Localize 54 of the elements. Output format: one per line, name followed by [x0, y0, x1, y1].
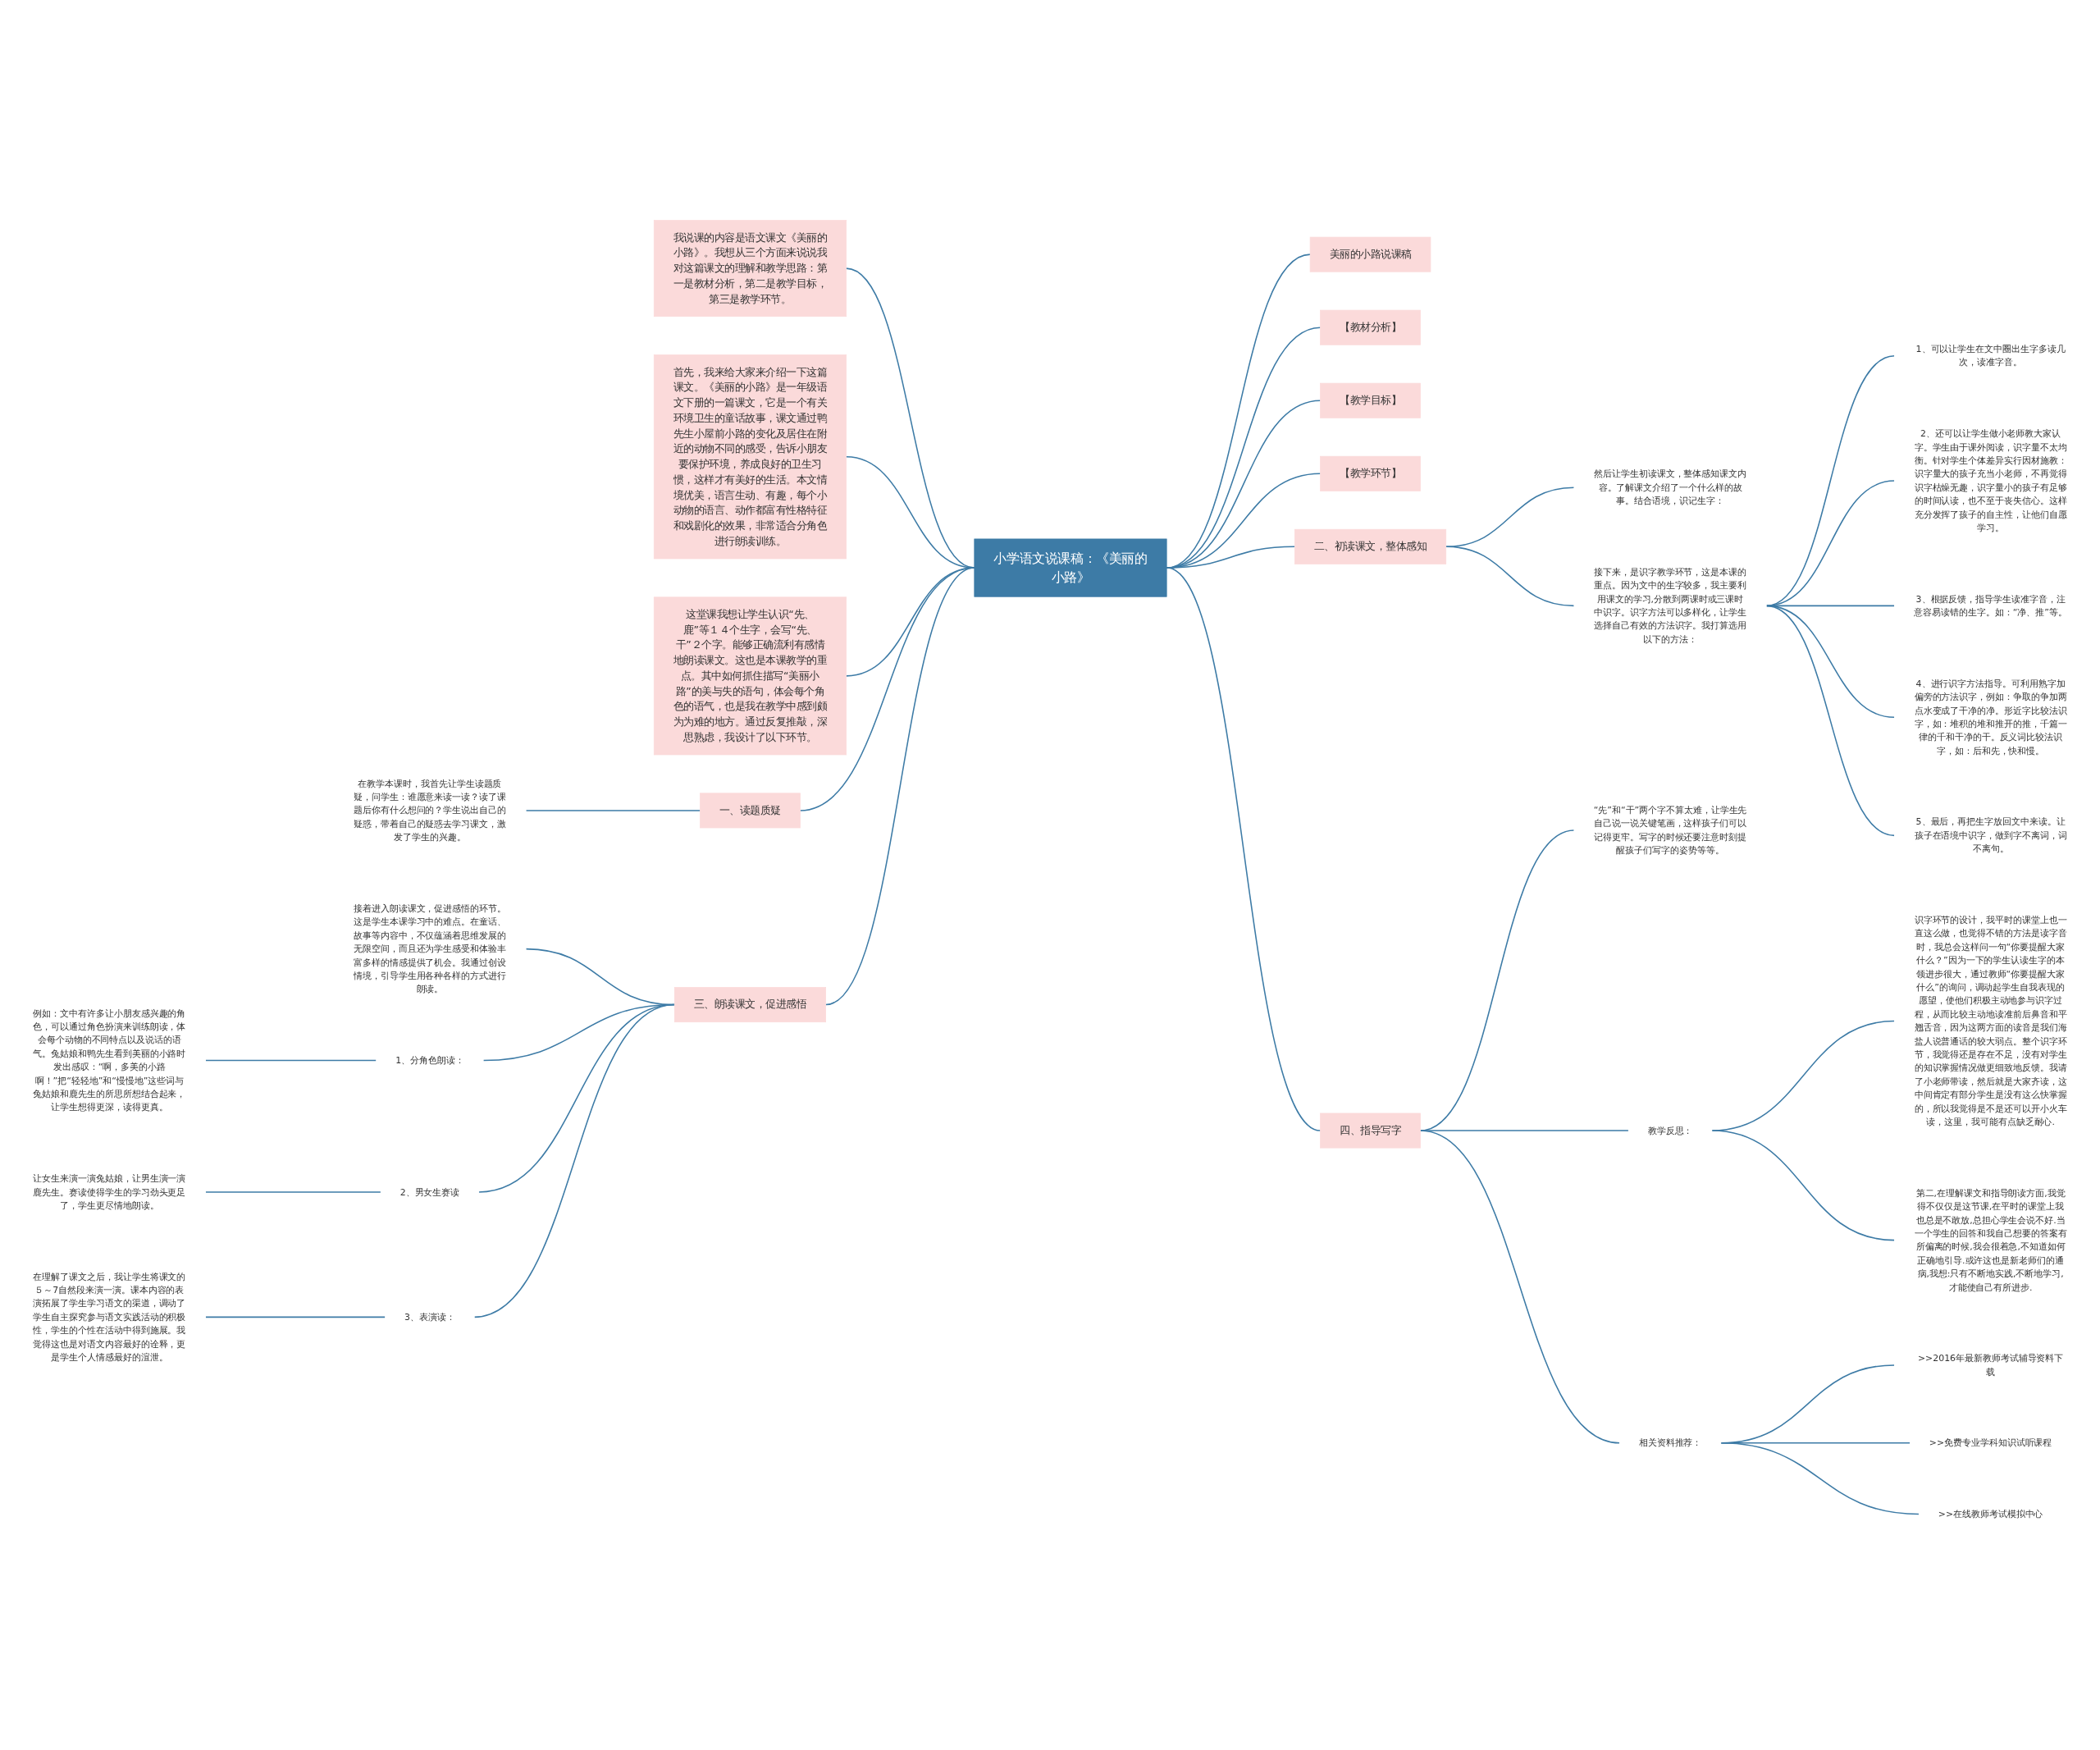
node-text: 4、进行识字方法指导。可利用熟字加偏旁的方法识字，例如：争取的争加两点水变成了干净的净。形近字比较法识字，如：堆积的堆和推开的推，千篇一律的千和干净的干。反义词比较法识字，如：后和先，快和慢。 [1914, 678, 2067, 756]
node-text: 让女生来演一演兔姑娘，让男生演一演鹿先生。赛读使得学生的学习劲头更足了，学生更尽情地朗读。 [33, 1172, 186, 1210]
node-text: 2、男女生赛读 [399, 1186, 460, 1197]
node-box: 二、初读课文，整体感知 [1294, 528, 1447, 564]
node-text: >>免费专业学科知识试听课程 [1929, 1437, 2052, 1448]
node-text: >>在线教师考试模拟中心 [1938, 1508, 2043, 1519]
connector [1166, 253, 1311, 569]
connector [1419, 1129, 1621, 1444]
node-text: 在理解了课文之后，我让学生将课文的５～7自然段来演一演。课本内容的表演拓展了学生学习语文的渠道，调动了学生自主探究参与语文实践活动的积极性，学生的个性在活动中得到施展。我觉得这也是对语文内容最好的诠释，更是学生个人情感最好的渲泄。 [33, 1271, 186, 1362]
connector [1445, 487, 1575, 547]
node-text: 例如：文中有许多让小朋友感兴趣的角色，可以通过角色扮演来训练朗读，体会每个动物的不同特点以及说话的语气。兔姑娘和鸭先生看到美丽的小路时发出感叹：“啊，多美的小路啊！”把“轻轻地”和“慢慢地”这些词与兔姑娘和鹿先生的所思所想结合起来，让学生想得更深，读得更真。 [33, 1007, 186, 1113]
connector [1445, 546, 1575, 606]
node-text: 在教学本课时，我首先让学生读题质疑，问学生：谁愿意来读一读？读了课题后你有什么想问的？学生说出自己的疑惑，带着自己的疑惑去学习课文，激发了学生的兴趣。 [353, 777, 506, 843]
connector [473, 1003, 676, 1318]
node-text: 2、还可以让学生做小老师教大家认字。学生由于课外阅读，识字量不太均衡。针对学生个体差异实行因材施教：识字量大的孩子充当小老师，不再觉得识字枯燥无趣，识字量小的孩子有足够的时间认读，也不至于丧失信心。这样充分发挥了孩子的自主性，让他们自愿学习。 [1914, 427, 2067, 532]
connector [1765, 479, 1896, 606]
node-box: 【教学目标】 [1320, 382, 1421, 418]
connector [204, 1059, 377, 1061]
connector [1166, 399, 1322, 569]
node-box: 首先，我来给大家来介绍一下这篇课文。《美丽的小路》是一年级语文下册的一篇课文，它是一个有关环境卫生的童话故事，课文通过鸭先生小屋前小路的变化及居住在附近的动物不同的感受，告诉小朋友要保护环境，养成良好的卫生习惯，这样才有美好的生活。本文情境优美，语言生动、有趣，每个小动物的语言、动作都富有性格特征和戏剧化的效果，非常适合分角色进行朗读训练。 [653, 354, 847, 559]
node-box: 【教材分析】 [1320, 309, 1421, 345]
connector [1765, 605, 1896, 836]
node-box: 美丽的小路说课稿 [1309, 236, 1431, 272]
connector [204, 1316, 386, 1318]
node-box: 我说课的内容是语文课文《美丽的小路》。我想从三个方面来说说我对这篇课文的理解和教学思路：第一是教材分析，第二是教学目标，第三是教学环节。 [653, 219, 847, 317]
node-text: “先”和“干”两个字不算太难，让学生先自己说一说关键笔画，这样孩子们可以记得更牢。写字的时候还要注意时刻提醒孩子们写字的姿势等等。 [1593, 804, 1747, 855]
node-text: 5、最后，再把生字放回文中来读。让孩子在语境中识字，做到字不离词，词不离句。 [1914, 816, 2067, 854]
node-box: 【教学环节】 [1320, 455, 1421, 491]
node-box: 四、指导写字 [1320, 1113, 1421, 1149]
node-text: 1、可以让学生在文中圈出生字多读几次，读准字音。 [1915, 343, 2066, 368]
node-box: 小学语文说课稿：《美丽的小路》 [974, 538, 1167, 597]
node-text: 接着进入朗读课文，促进感悟的环节。这是学生本课学习中的难点。在童话、故事等内容中，不仅蕴涵着思维发展的无限空间，而且还为学生感受和体验丰富多样的情感提供了机会。我通过创设情境，引导学生用各种各样的方式进行朗读。 [353, 902, 506, 994]
connector [525, 809, 701, 811]
node-text: 3、根据反馈，指导学生读准字音，注意容易读错的生字。如：“净、推”等。 [1914, 593, 2067, 617]
node-text: >>2016年最新教师考试辅导资料下载 [1917, 1352, 2064, 1377]
node-box: 三、朗读课文，促进感悟 [673, 986, 826, 1022]
node-box: 一、读题质疑 [700, 792, 801, 828]
connector [1166, 546, 1296, 569]
node-text: 1、分角色朗读： [395, 1054, 464, 1065]
node-text: 第二,在理解课文和指导朗读方面,我觉得不仅仅是这节课,在平时的课堂上我也总是不敢放,总担心学生会说不好.当一个学生的回答和我自己想要的答案有所偏离的时候,我会很着急,不知道如何正确地引导.或许这也是新老师们的通病,我想:只有不断地实践,不断地学习,才能使自己有所进步. [1914, 1187, 2067, 1292]
node-text: 3、表演读： [404, 1311, 455, 1322]
node-text: 相关资料推荐： [1638, 1437, 1702, 1448]
connector [1765, 354, 1896, 606]
connector [1720, 1442, 1920, 1515]
node-text: 教学反思： [1647, 1124, 1693, 1135]
node-text: 接下来，是识字教学环节，这是本课的重点。因为文中的生字较多，我主要利用课文的学习,分散到两课时或三课时中识字。识字方法可以多样化，让学生选择自己有效的方法识字。我打算选用以下的方法： [1594, 566, 1747, 644]
connector [1166, 473, 1322, 569]
connector [1711, 1129, 1896, 1241]
node-box: 这堂课我想让学生认识“先、鹿”等１４个生字，会写“先、干”２个字。能够正确流利有感情地朗读课文。这也是本课教学的重点。其中如何抓住描写“美丽小路”的美与失的语句，体会每个角色的语气，也是我在教学中感到颇为为难的地方。通过反复推敲，深思熟虑，我设计了以下环节。 [653, 596, 847, 755]
node-text: 然后让学生初读课文，整体感知课文内容。了解课文介绍了一个什么样的故事。结合语境，识记生字： [1594, 468, 1747, 506]
connector [204, 1190, 381, 1193]
node-text: 识字环节的设计，我平时的课堂上也一直这么做，也觉得不错的方法是读字音时，我总会这样问一句“你要提醒大家什么？”因为一下的学生认读生字的本领进步很大，通过教师“你要提醒大家什么”的询问，调动起学生自我表现的愿望，使他们积极主动地参与识字过程，从而比较主动地读准前后鼻音和平翘舌音，因为这两方面的读音是我们海盐人说普通话的较大弱点。整个识字环节，我觉得还是存在不足，没有对学生的知识掌握情况做更细致地反馈。我请了小老师带读，然后就是大家齐读，这中间肯定有部分学生是没有这么快掌握的，所以我觉得是不是还可以开小火车读，这里，我可能有点缺乏耐心. [1914, 914, 2067, 1126]
connector [1166, 326, 1322, 569]
connector [824, 566, 975, 1005]
